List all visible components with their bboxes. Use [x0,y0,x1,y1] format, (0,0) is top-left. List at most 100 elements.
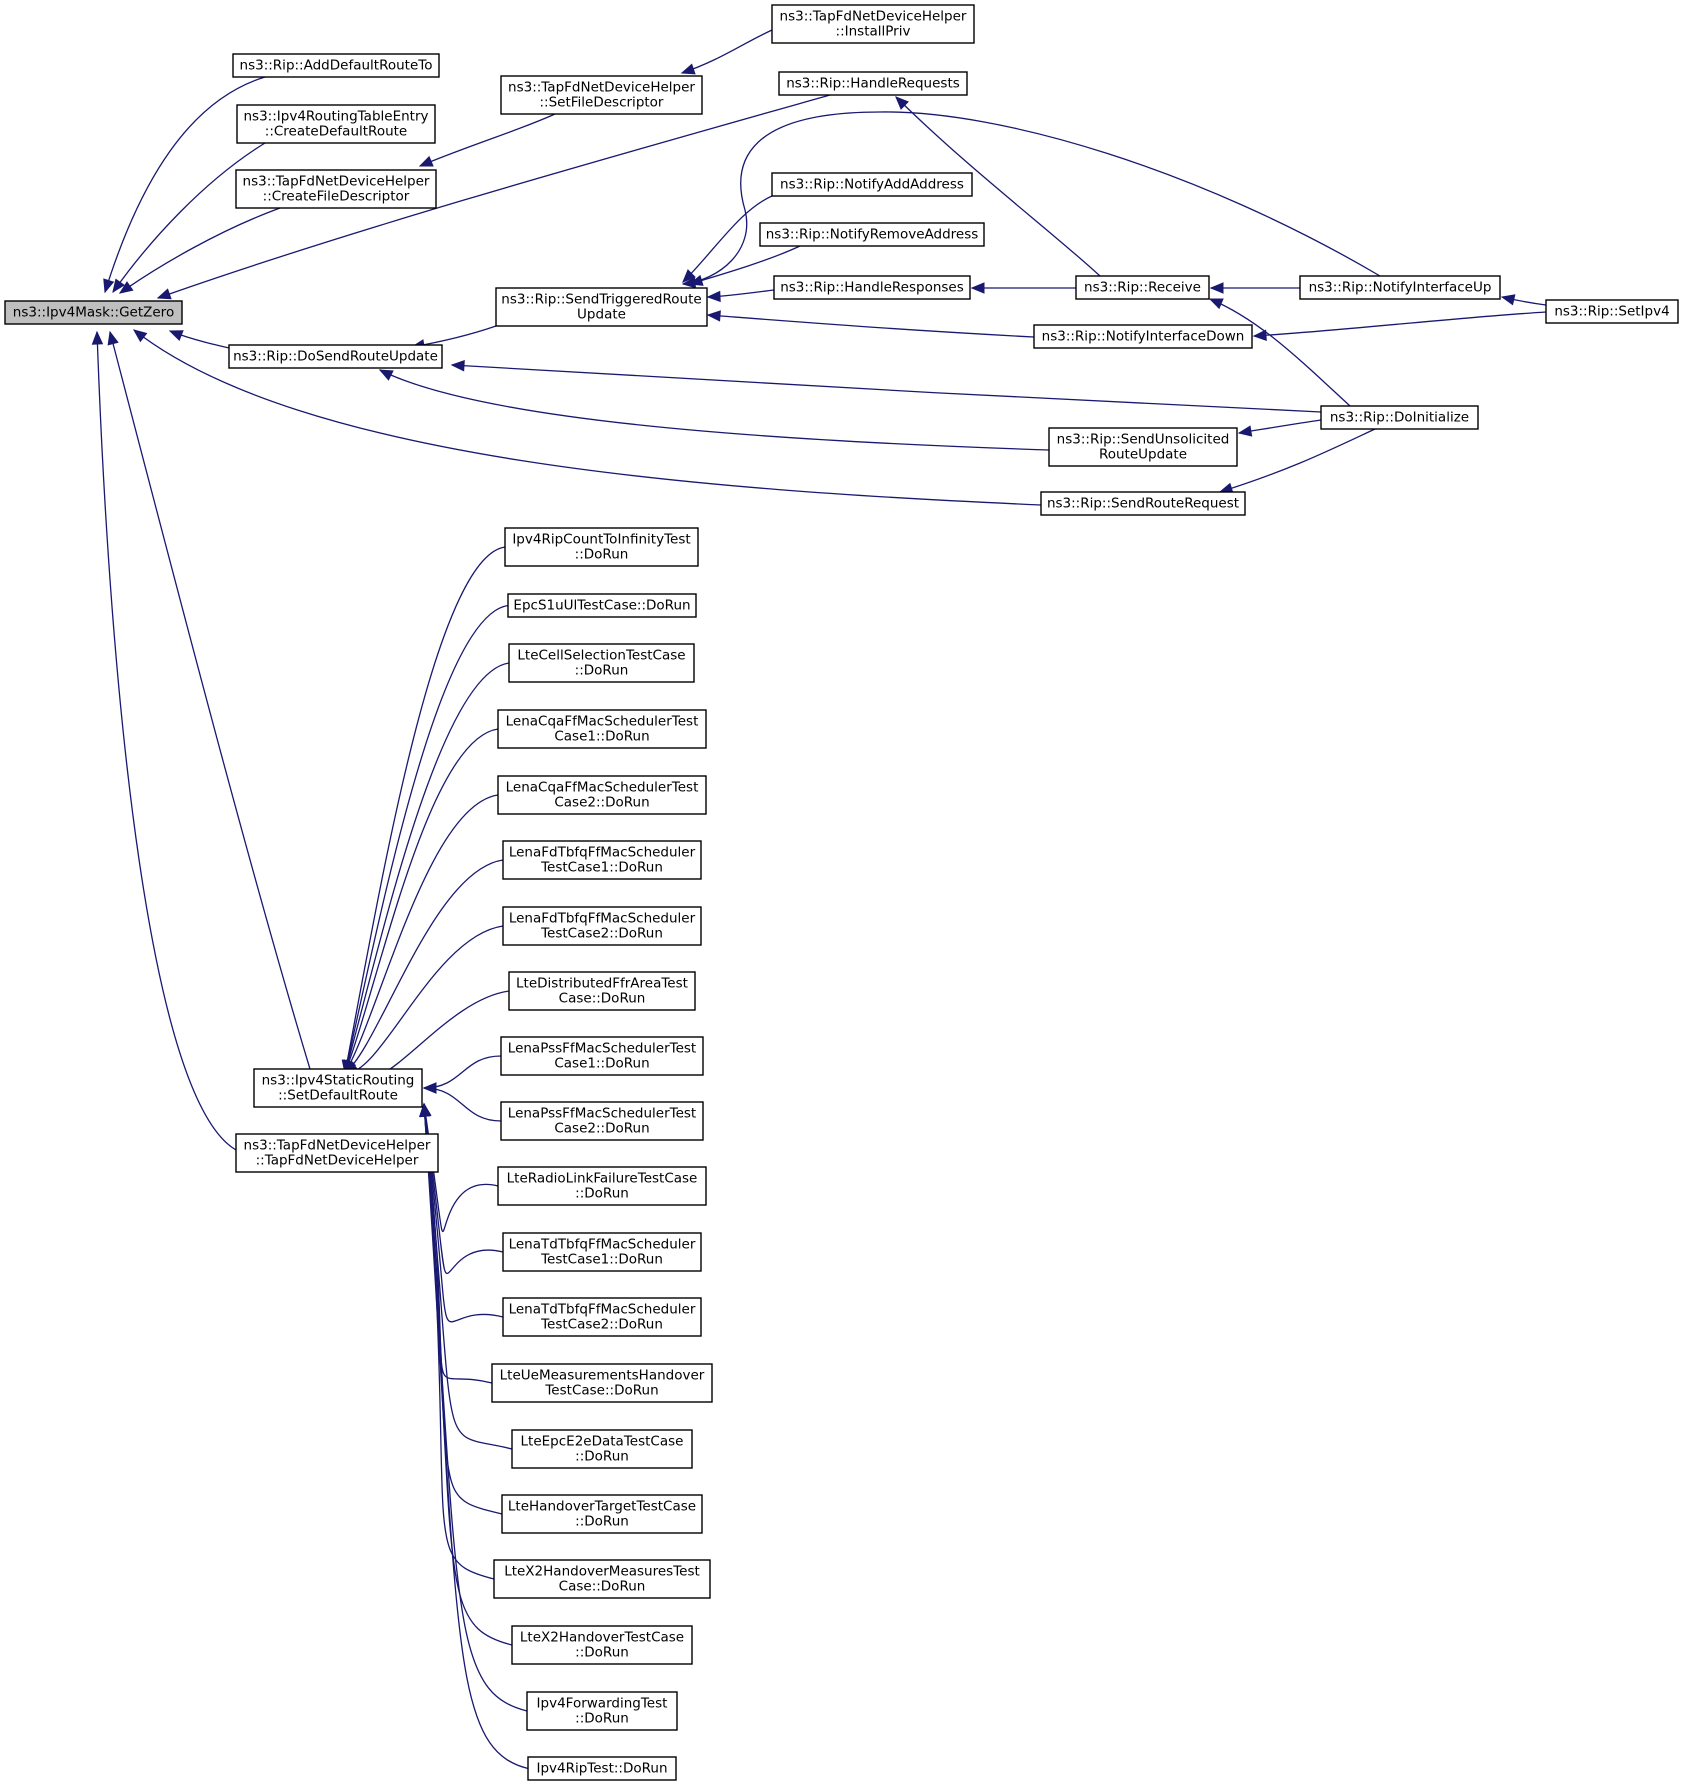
node-notifyremove[interactable]: ns3::Rip::NotifyRemoveAddress [759,222,985,247]
node-setfd[interactable]: ns3::TapFdNetDeviceHelper::SetFileDescri… [500,75,703,115]
node-createdefault[interactable]: ns3::Ipv4RoutingTableEntry::CreateDefaul… [236,104,436,144]
node-handleresponses[interactable]: ns3::Rip::HandleResponses [773,275,971,300]
node-adddefault[interactable]: ns3::Rip::AddDefaultRouteTo [232,53,440,78]
node-doinit-box [1320,405,1479,430]
node-notifyadd[interactable]: ns3::Rip::NotifyAddAddress [771,172,973,197]
node-createdefault-label-line-1: ns3::Ipv4RoutingTableEntry [244,109,429,125]
node-t19-label-line-2: ::DoRun [575,1711,629,1727]
arrowhead-notifyremove-to-sendtriggered [688,274,704,286]
node-getzero-box [4,300,183,325]
edge-tapctor-to-getzero [96,331,237,1151]
node-notifydown[interactable]: ns3::Rip::NotifyInterfaceDown [1033,324,1253,349]
node-handleresponses-box [773,275,971,300]
graph-nodes: ns3::Ipv4Mask::GetZero ns3::Rip::AddDefau… [4,4,1679,1781]
node-createdefault-box [236,104,436,144]
node-t2-box [507,593,697,618]
node-notifydown-box [1033,324,1253,349]
node-installpriv-label-line-1: ns3::TapFdNetDeviceHelper [780,9,967,25]
node-setfd-box [500,75,703,115]
arrowhead-sendreq-to-getzero [132,329,148,343]
edge-createfd-to-getzero [119,207,281,294]
node-t8-box [508,971,696,1011]
node-notifyup[interactable]: ns3::Rip::NotifyInterfaceUp [1299,275,1501,300]
node-t6-box [502,840,702,880]
node-t18-label-line-2: ::DoRun [575,1645,629,1661]
node-t4-box [497,709,707,749]
node-t18-label-line-1: LteX2HandoverTestCase [520,1630,684,1646]
arrowhead-handlerequests-to-getzero [156,288,172,300]
arrowhead-setfd-to-createfd [418,155,434,167]
node-setipv4[interactable]: ns3::Rip::SetIpv4 [1545,299,1679,324]
edge-notifyadd-to-sendtriggered [682,195,773,283]
node-t14-box [491,1363,713,1403]
edge-notifydown-to-sendtriggered [707,314,1035,338]
node-installpriv-label-line-2: ::InstallPriv [836,24,911,40]
node-sendunsol-label-line-1: ns3::Rip::SendUnsolicited [1057,432,1230,448]
edge-adddefault-to-getzero [104,76,266,293]
node-t13-box [502,1297,702,1337]
node-notifyup-label-line-1: ns3::Rip::NotifyInterfaceUp [1309,280,1492,296]
node-t3[interactable]: LteCellSelectionTestCase::DoRun [508,643,695,683]
node-installpriv[interactable]: ns3::TapFdNetDeviceHelper::InstallPriv [771,4,975,44]
node-receive[interactable]: ns3::Rip::Receive [1075,275,1210,300]
node-t6-label-line-2: TestCase1::DoRun [540,860,663,876]
arrowhead-adddefault-to-getzero [103,278,115,294]
node-t3-box [508,643,695,683]
node-t19-box [526,1691,678,1731]
node-t7-box [502,906,702,946]
node-t12-label-line-1: LenaTdTbfqFfMacScheduler [509,1237,696,1253]
edge-t13-to-setdefaultroute [423,1103,504,1323]
arrowhead-doinit-to-sendunsol [1237,425,1253,437]
node-createfd[interactable]: ns3::TapFdNetDeviceHelper::CreateFileDes… [235,169,437,209]
node-t11[interactable]: LteRadioLinkFailureTestCase::DoRun [497,1166,707,1206]
edge-t19-to-setdefaultroute [423,1103,528,1712]
node-t16[interactable]: LteHandoverTargetTestCase::DoRun [501,1494,703,1534]
node-tapctor[interactable]: ns3::TapFdNetDeviceHelper::TapFdNetDevic… [235,1133,439,1173]
node-t5-label-line-2: Case2::DoRun [554,795,649,811]
node-t17-label-line-1: LteX2HandoverMeasuresTest [504,1564,700,1580]
node-dosend[interactable]: ns3::Rip::DoSendRouteUpdate [228,344,443,369]
node-dosend-label-line-1: ns3::Rip::DoSendRouteUpdate [233,349,438,365]
edge-t12-to-setdefaultroute [423,1103,504,1274]
node-tapctor-box [235,1133,439,1173]
node-t9-label-line-1: LenaPssFfMacSchedulerTest [508,1041,696,1057]
node-notifyadd-label-line-1: ns3::Rip::NotifyAddAddress [780,177,964,193]
edge-installpriv-to-setfd [681,29,773,74]
node-t8-label-line-2: Case::DoRun [559,991,646,1007]
node-t1-box [504,527,699,567]
node-doinit[interactable]: ns3::Rip::DoInitialize [1320,405,1479,430]
edge-notifyup-to-sendtriggered [682,111,1381,285]
node-handlerequests-label-line-1: ns3::Rip::HandleRequests [786,76,960,92]
node-t4-label-line-2: Case1::DoRun [554,729,649,745]
node-t19[interactable]: Ipv4ForwardingTest::DoRun [526,1691,678,1731]
node-setdefaultroute[interactable]: ns3::Ipv4StaticRouting::SetDefaultRoute [253,1068,423,1108]
arrowhead-setipv4-to-notifydown [1252,329,1267,341]
node-t20[interactable]: Ipv4RipTest::DoRun [527,1756,677,1781]
node-sendreq[interactable]: ns3::Rip::SendRouteRequest [1040,491,1246,516]
node-notifyremove-label-line-1: ns3::Rip::NotifyRemoveAddress [766,227,979,243]
node-t1[interactable]: Ipv4RipCountToInfinityTest::DoRun [504,527,699,567]
node-getzero[interactable]: ns3::Ipv4Mask::GetZero [4,300,183,325]
node-t6-label-line-1: LenaFdTbfqFfMacScheduler [509,845,696,861]
node-t2[interactable]: EpcS1uUlTestCase::DoRun [507,593,697,618]
node-t15[interactable]: LteEpcE2eDataTestCase::DoRun [511,1429,693,1469]
node-t18[interactable]: LteX2HandoverTestCase::DoRun [511,1625,693,1665]
node-t7-label-line-2: TestCase2::DoRun [540,926,663,942]
node-t16-label-line-2: ::DoRun [575,1514,629,1530]
node-handlerequests[interactable]: ns3::Rip::HandleRequests [778,71,968,96]
edge-t5-to-setdefaultroute [344,794,499,1074]
node-t8-label-line-1: LteDistributedFfrAreaTest [516,976,688,992]
